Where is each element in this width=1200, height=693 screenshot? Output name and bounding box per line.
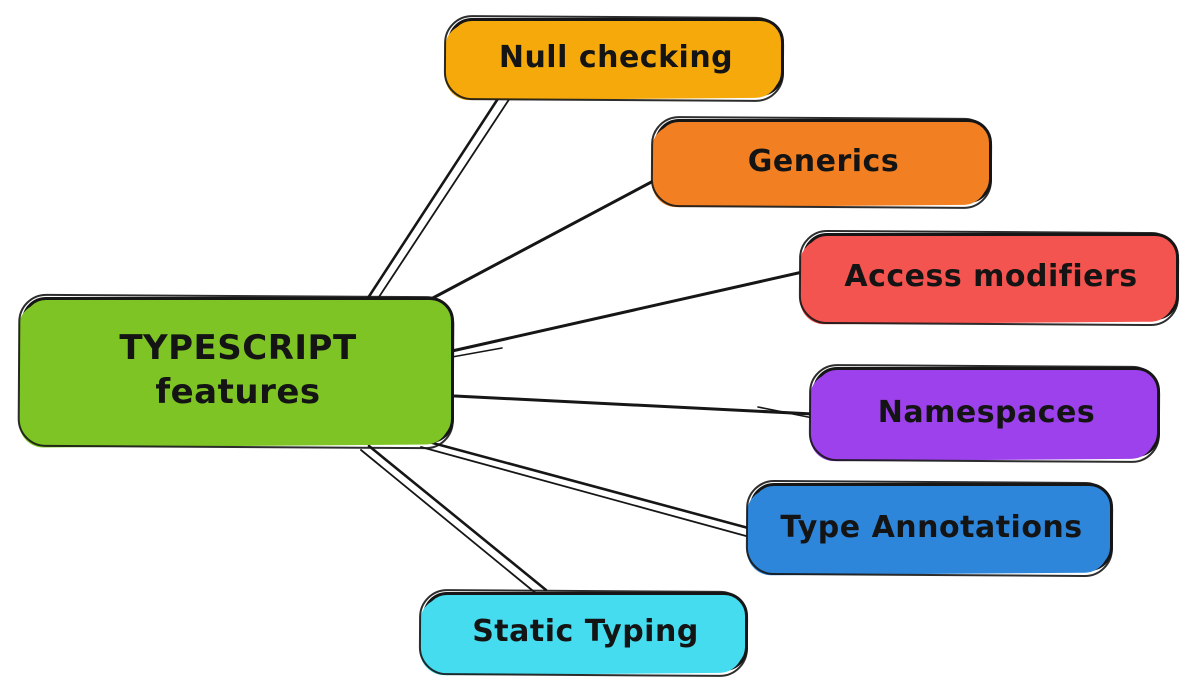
connector-namespaces (453, 394, 815, 416)
connector-null-checking (364, 92, 503, 303)
connector-type-annotations-stroke2 (420, 446, 747, 537)
node-typescript-features[interactable]: TYPESCRIPT features (22, 297, 454, 443)
connector-null-checking-stroke2 (374, 97, 511, 304)
connector-generics (429, 176, 661, 301)
connector-static-typing (367, 444, 548, 592)
node-access-modifiers-label: Access modifiers (844, 259, 1138, 294)
node-typescript-features-label: TYPESCRIPT features (119, 327, 357, 412)
node-access-modifiers[interactable]: Access modifiers (803, 233, 1179, 320)
node-static-typing[interactable]: Static Typing (423, 592, 748, 671)
node-namespaces[interactable]: Namespaces (813, 367, 1160, 457)
node-namespaces-label: Namespaces (877, 394, 1096, 430)
connector-access-modifiers (450, 269, 809, 353)
node-generics[interactable]: Generics (655, 119, 992, 203)
node-type-annotations[interactable]: Type Annotations (750, 483, 1113, 571)
node-generics-label: Generics (747, 143, 900, 179)
connector-type-annotations (427, 440, 754, 531)
node-null-checking[interactable]: Null checking (448, 18, 784, 96)
node-type-annotations-label: Type Annotations (780, 509, 1083, 545)
connector-namespaces-stroke2 (757, 406, 814, 419)
connector-static-typing-stroke2 (360, 449, 539, 596)
node-static-typing-label: Static Typing (472, 614, 699, 649)
node-null-checking-label: Null checking (498, 39, 734, 75)
connector-access-modifiers-stroke2 (451, 347, 503, 358)
